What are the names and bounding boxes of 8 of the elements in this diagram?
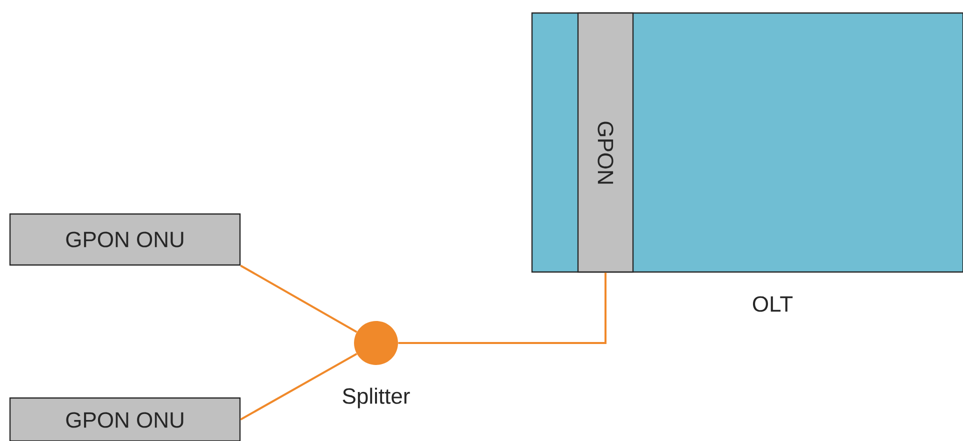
node-label: OLT <box>752 296 793 312</box>
connector-line <box>240 353 358 420</box>
connector-line <box>398 272 606 344</box>
connector-line <box>240 264 358 333</box>
port-card: GPON <box>577 12 634 273</box>
device-box: GPON ONU <box>9 213 241 266</box>
node-label: Splitter <box>342 388 410 408</box>
device-box: GPON ONU <box>9 397 241 441</box>
